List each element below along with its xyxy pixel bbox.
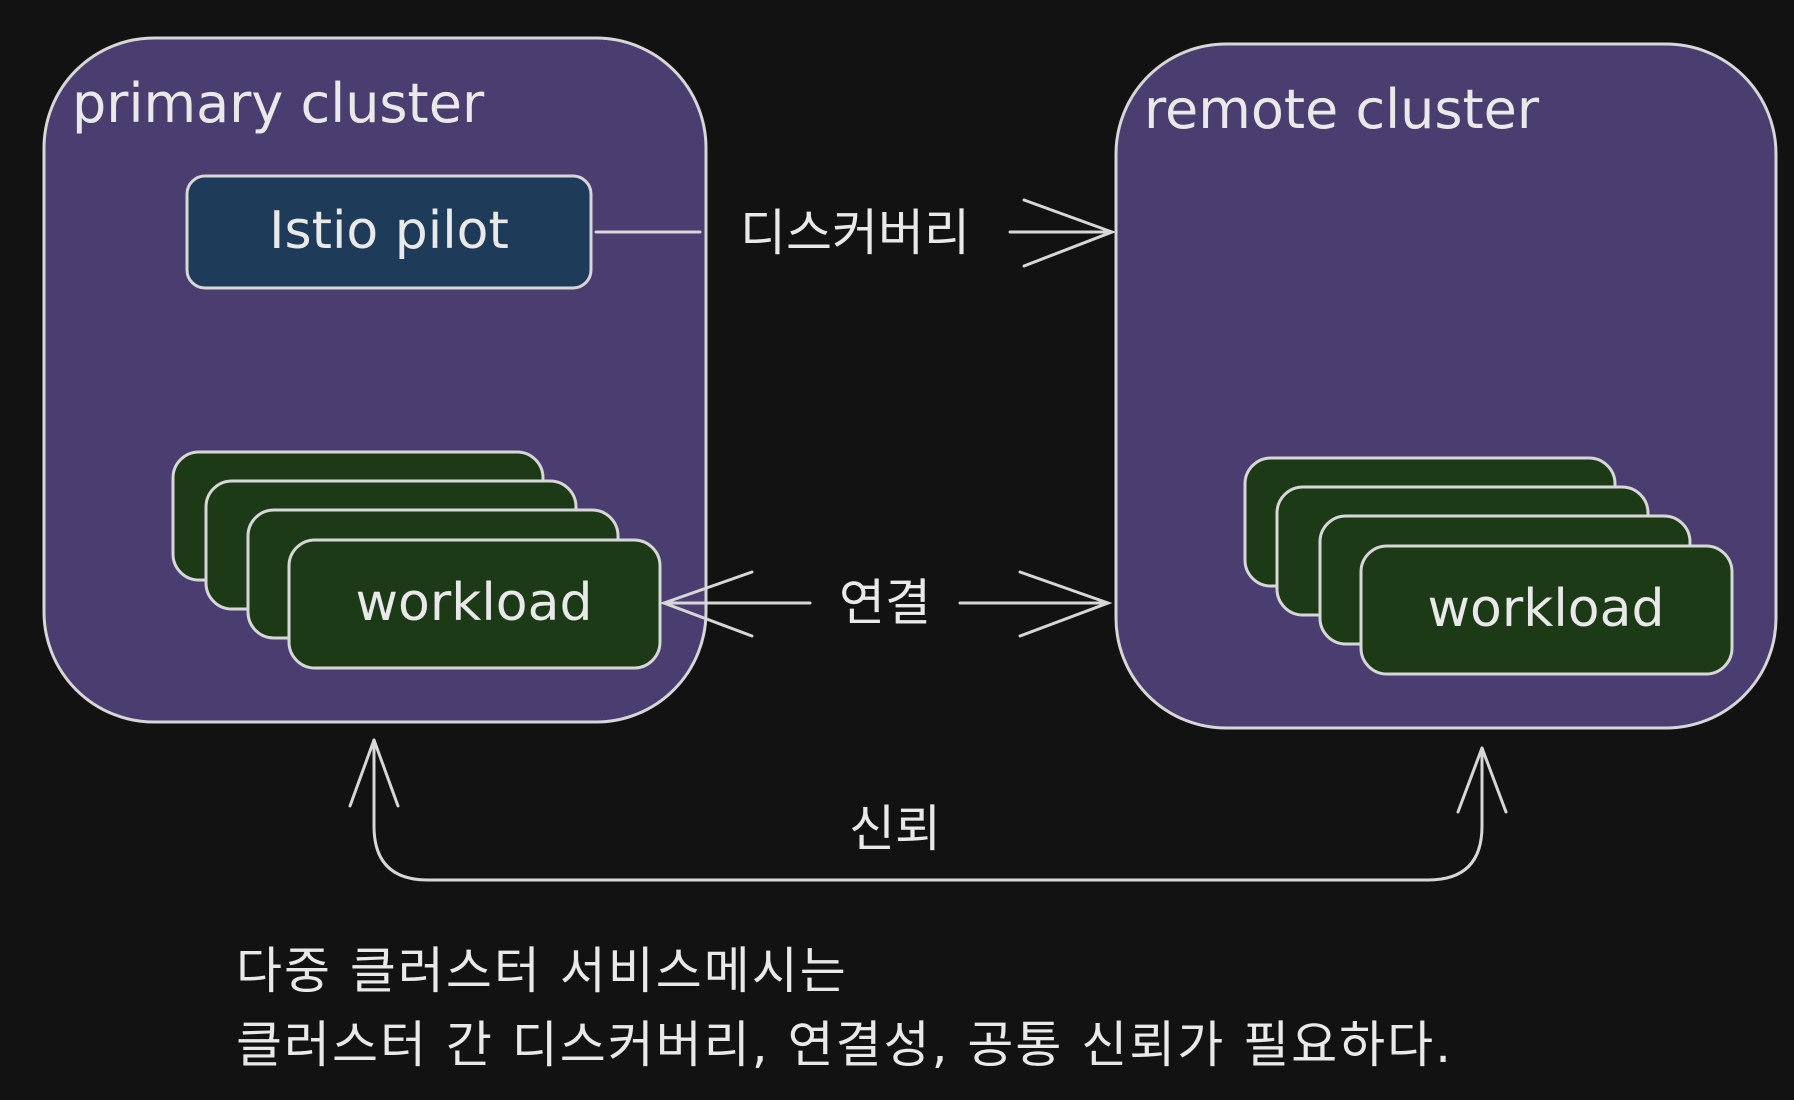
remote-workload-card-4: [1359, 544, 1734, 676]
remote-cluster-title: remote cluster: [1144, 78, 1540, 141]
discovery-edge: [594, 198, 1117, 268]
trust-arrowhead-right: [1456, 746, 1508, 814]
connection-label: 연결: [839, 574, 931, 632]
istio-pilot-box: [185, 174, 593, 290]
discovery-arrowhead: [1022, 198, 1117, 268]
connection-edge: [659, 570, 1113, 638]
connection-arrowhead-right: [1018, 570, 1113, 638]
trust-arrowhead-left: [348, 738, 400, 808]
primary-workload-card-4: [287, 538, 662, 670]
primary-cluster-title: primary cluster: [72, 72, 485, 135]
connection-arrowhead-left: [659, 570, 754, 638]
remote-workload-stack: workload: [1243, 456, 1734, 676]
trust-edge: [348, 738, 1508, 882]
primary-workload-stack: workload: [171, 450, 662, 670]
istio-pilot: Istio pilot: [185, 174, 593, 290]
istio-pilot-label: Istio pilot: [269, 201, 509, 261]
caption-line-2: 클러스터 간 디스커버리, 연결성, 공통 신뢰가 필요하다.: [236, 1016, 1453, 1074]
trust-connector: [372, 738, 1484, 882]
trust-label: 신뢰: [849, 800, 941, 858]
caption-line-1: 다중 클러스터 서비스메시는: [236, 942, 848, 1000]
remote-workload-label: workload: [1428, 579, 1665, 639]
discovery-label: 디스커버리: [740, 204, 970, 262]
caption: 다중 클러스터 서비스메시는 클러스터 간 디스커버리, 연결성, 공통 신뢰가…: [236, 942, 1453, 1074]
primary-workload-label: workload: [356, 573, 593, 633]
